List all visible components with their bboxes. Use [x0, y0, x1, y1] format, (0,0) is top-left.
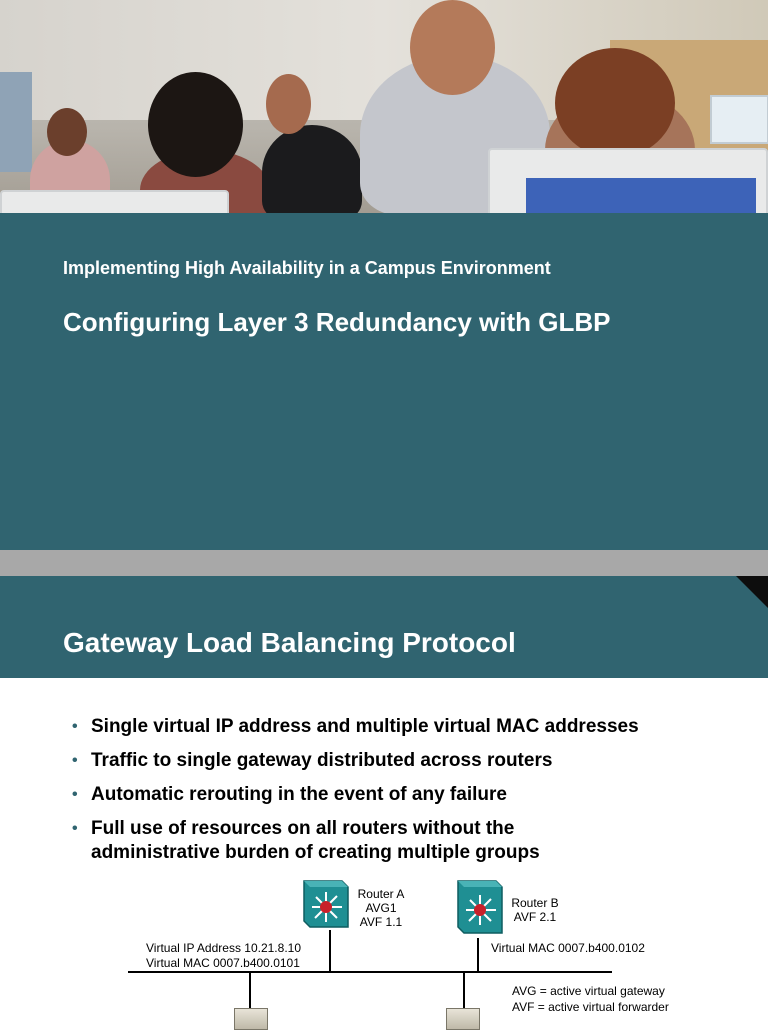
slide-subtitle: Implementing High Availability in a Camp…: [63, 258, 551, 278]
photo-head-middle: [266, 74, 311, 134]
corner-triangle: [736, 576, 768, 608]
virtual-mac-a-label: Virtual MAC 0007.b400.0101: [146, 956, 300, 970]
bullet-icon: •: [72, 786, 78, 803]
photo-window: [0, 72, 32, 172]
bullet-text: Automatic rerouting in the event of any …: [91, 784, 507, 805]
router-a-name: Router A: [357, 887, 405, 901]
legend-avg: AVG = active virtual gateway: [512, 984, 665, 998]
bullet-text: Traffic to single gateway distributed ac…: [91, 750, 553, 771]
router-a-role-avg: AVG1: [365, 901, 397, 915]
client-pc-icon: [446, 1008, 480, 1030]
router-b-icon: [457, 880, 503, 934]
slide-separator: [0, 550, 768, 576]
photo-head-right: [555, 48, 675, 158]
bullet-item: • Full use of resources on all routers wi…: [72, 817, 611, 865]
glbp-diagram: Router A AVG1 AVF 1.1 Router B AVF 2.1 V…: [0, 860, 768, 1030]
virtual-ip-label: Virtual IP Address 10.21.8.10: [146, 941, 301, 955]
content-slide-header: Gateway Load Balancing Protocol: [0, 576, 768, 678]
photo-head-teacher: [410, 0, 495, 95]
legend-avf: AVF = active virtual forwarder: [512, 1000, 669, 1014]
bullet-item: • Traffic to single gateway distributed a…: [72, 749, 752, 773]
router-a-icon: [303, 880, 349, 928]
bullet-icon: •: [72, 752, 78, 769]
content-slide-title: Gateway Load Balancing Protocol: [63, 627, 516, 658]
bullet-text: Full use of resources on all routers wit…: [91, 818, 540, 863]
bullet-item: • Automatic rerouting in the event of any…: [72, 783, 752, 807]
router-b-label: Router B AVF 2.1: [504, 896, 566, 924]
bullet-item: • Single virtual IP address and multiple …: [72, 715, 752, 739]
diagram-lines: [128, 930, 612, 1010]
client-pc-icon: [234, 1008, 268, 1030]
photo-head-left: [47, 108, 87, 156]
router-b-role-avf: AVF 2.1: [513, 910, 557, 924]
bullet-text: Single virtual IP address and multiple v…: [91, 716, 639, 737]
router-a-role-avf: AVF 1.1: [359, 915, 403, 929]
photo-person-middle: [262, 125, 362, 213]
router-a-label: Router A AVG1 AVF 1.1: [350, 887, 412, 929]
title-slide: Implementing High Availability in a Camp…: [0, 213, 768, 550]
photo-monitor-right: [488, 148, 768, 213]
slide-title: Configuring Layer 3 Redundancy with GLBP: [63, 307, 611, 337]
classroom-photo: [0, 0, 768, 213]
bullet-icon: •: [72, 718, 78, 735]
bullet-list: • Single virtual IP address and multiple …: [72, 715, 752, 875]
photo-poster: [710, 95, 768, 144]
photo-monitor-left: [0, 190, 229, 213]
photo-monitor-screen: [526, 178, 756, 213]
virtual-mac-b-label: Virtual MAC 0007.b400.0102: [491, 941, 645, 955]
router-b-name: Router B: [511, 896, 559, 910]
bullet-icon: •: [72, 820, 78, 837]
photo-head-back: [148, 72, 243, 177]
